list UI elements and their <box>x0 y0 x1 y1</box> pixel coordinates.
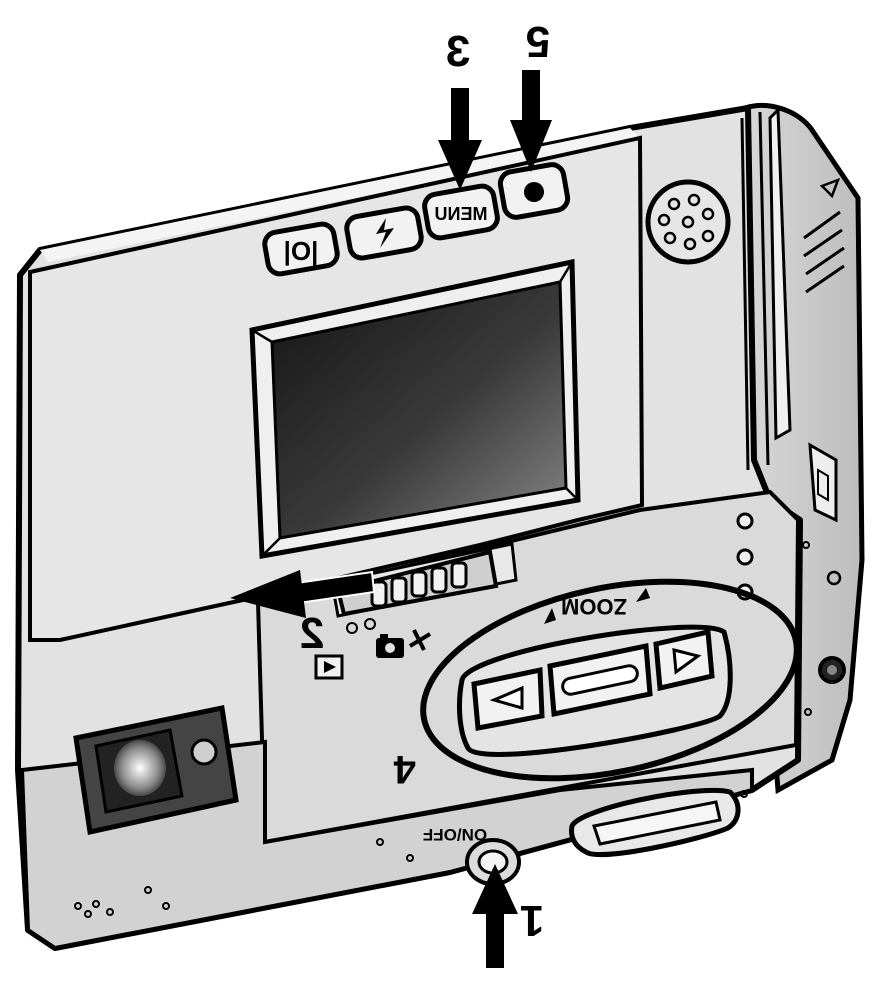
scene-icon <box>408 629 432 651</box>
mode-switch[interactable] <box>330 542 518 618</box>
callout-ellipse <box>420 578 800 782</box>
viewfinder <box>73 705 239 836</box>
arrow-2 <box>230 570 376 618</box>
zoom-right-button[interactable] <box>653 628 715 692</box>
zoom-center-button[interactable] <box>547 642 653 718</box>
grip-ridges <box>803 210 845 294</box>
strap-lug <box>808 442 838 523</box>
screw-holes <box>74 790 748 918</box>
camera-icon <box>376 634 404 658</box>
battery-door <box>569 787 741 857</box>
triangle-right-icon <box>672 648 702 675</box>
viewfinder-lens <box>114 740 166 796</box>
callout-4: 4 <box>393 747 416 791</box>
triangle-mark <box>819 177 841 199</box>
record-icon <box>524 182 544 202</box>
arrow-3 <box>438 88 482 190</box>
callout-1: 1 <box>520 896 544 945</box>
triangle-left-icon <box>489 685 524 710</box>
callout-5: 5 <box>526 17 550 66</box>
arrow-1 <box>472 864 518 968</box>
zoom-label-group: ZOOM <box>544 588 650 624</box>
controller-pad <box>457 624 733 757</box>
display-button-label: |O| <box>284 236 319 266</box>
indicator-leds <box>736 512 754 601</box>
zoom-wide-icon <box>544 608 556 624</box>
zoom-label: ZOOM <box>561 594 627 619</box>
arrow-5 <box>510 70 552 172</box>
diopter-dial <box>190 738 218 766</box>
menu-button-label: MENU <box>435 204 488 224</box>
callout-3: 3 <box>446 27 470 76</box>
display-button[interactable]: |O| <box>262 221 340 277</box>
flash-icon <box>376 218 394 248</box>
speaker-icon <box>645 179 731 265</box>
power-label: ON/OFF <box>423 825 487 844</box>
zoom-tele-icon <box>636 588 650 602</box>
zoom-left-button[interactable] <box>471 666 545 731</box>
flash-button[interactable] <box>344 205 424 261</box>
menu-button[interactable]: MENU <box>422 183 500 241</box>
lcd-monitor <box>249 258 581 559</box>
playback-icon <box>314 654 344 680</box>
record-button[interactable] <box>497 162 571 220</box>
callout-2: 2 <box>300 609 324 658</box>
